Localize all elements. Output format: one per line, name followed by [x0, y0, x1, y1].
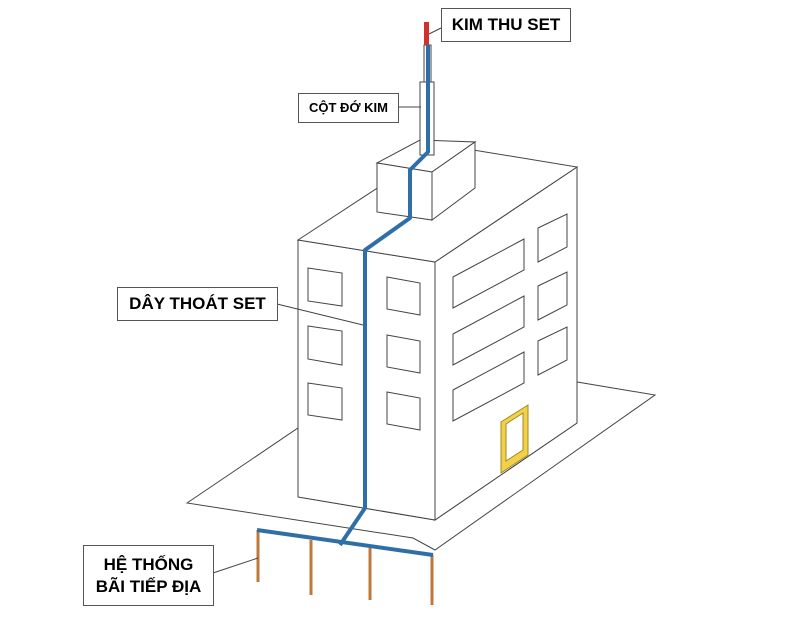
mast-label: CỘT ĐỚ KIM [298, 93, 399, 123]
down-conductor-label: DÂY THOÁT SET [117, 287, 278, 321]
ground-rods [256, 530, 434, 605]
grounding-system-label: HỆ THỐNG BÃI TIẾP ĐỊA [83, 545, 214, 606]
grounding-label-line2: BÃI TIẾP ĐỊA [95, 576, 202, 596]
front-windows [307, 267, 421, 431]
down-conductor [338, 45, 430, 547]
leader-lines [212, 27, 442, 574]
door [500, 404, 529, 474]
air-terminal-label: KIM THU SET [441, 8, 571, 42]
air-terminal [424, 22, 429, 45]
ground-bar [256, 528, 434, 557]
side-windows [452, 213, 568, 422]
grounding-label-line1: HỆ THỐNG [103, 555, 194, 575]
